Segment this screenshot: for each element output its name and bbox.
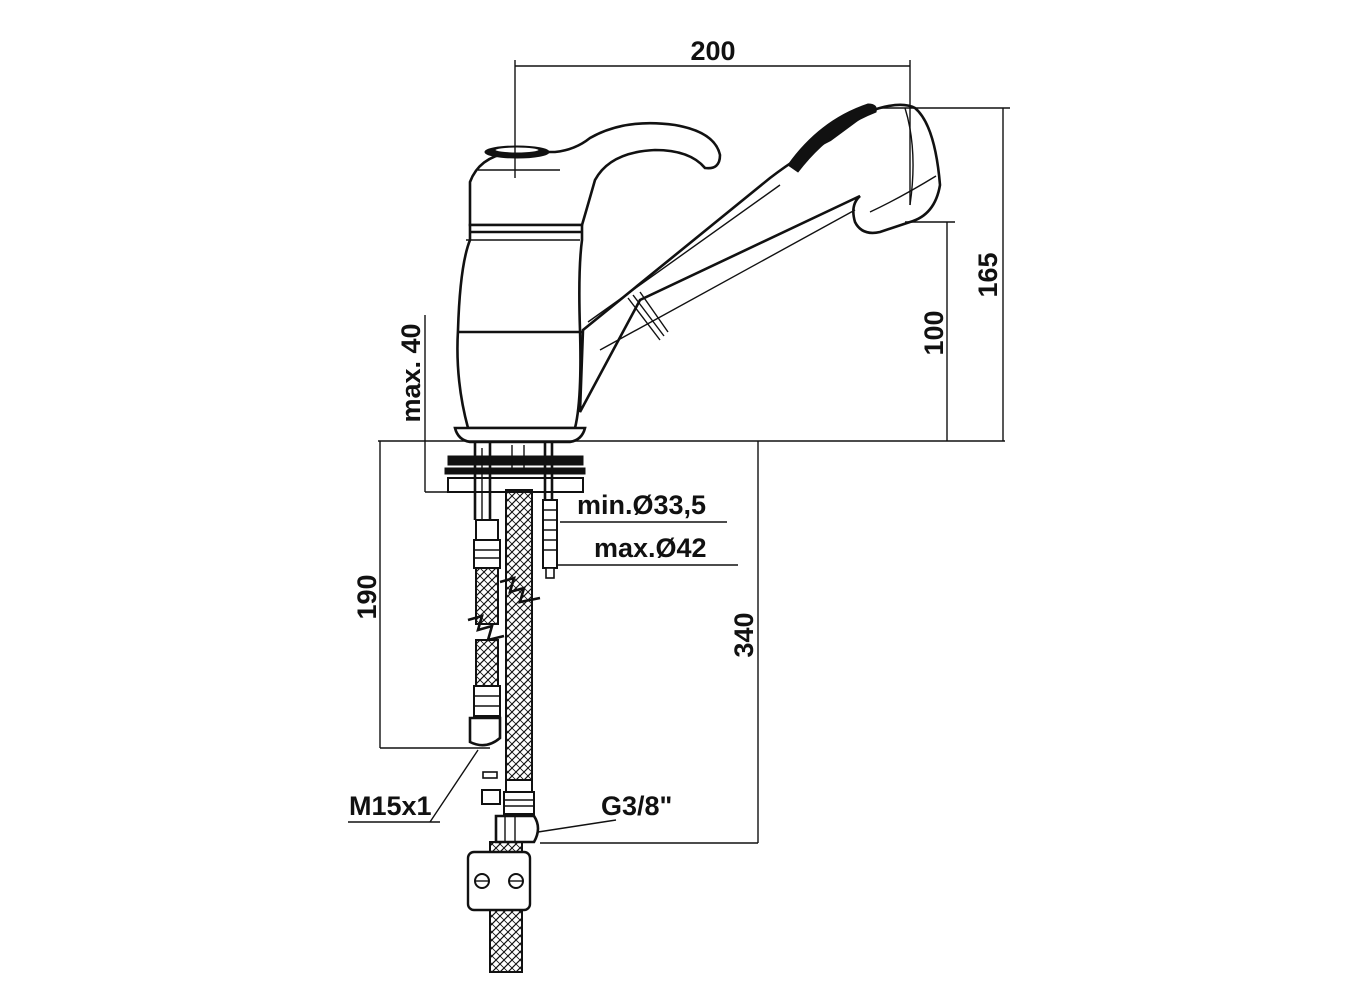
label-m15x1: M15x1 bbox=[349, 791, 432, 821]
main-body bbox=[453, 223, 587, 444]
mounting-hardware bbox=[444, 442, 586, 579]
dim-flex-190: 190 bbox=[352, 574, 382, 619]
dim-width-200: 200 bbox=[690, 36, 735, 66]
faucet-body bbox=[453, 103, 942, 444]
dimension-labels: 200 165 100 max. 40 min.Ø33,5 max.Ø42 19… bbox=[349, 36, 1003, 821]
dim-hole-max: max.Ø42 bbox=[594, 533, 707, 563]
pull-out-spout bbox=[578, 103, 942, 413]
dim-height-165: 165 bbox=[973, 252, 1003, 297]
dim-hose-340: 340 bbox=[729, 612, 759, 657]
dimension-lines bbox=[348, 60, 1010, 844]
dim-max-40: max. 40 bbox=[396, 323, 426, 422]
supply-hoses bbox=[466, 489, 541, 973]
label-g3-8: G3/8" bbox=[601, 791, 672, 821]
dim-hole-min: min.Ø33,5 bbox=[577, 490, 706, 520]
dim-spout-100: 100 bbox=[919, 310, 949, 355]
lever-handle bbox=[468, 121, 722, 227]
